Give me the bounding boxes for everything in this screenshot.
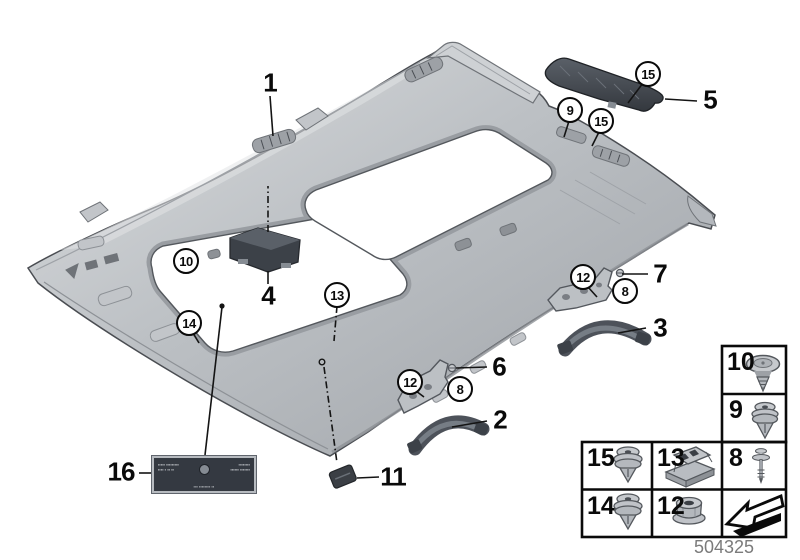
legend-icon-direction-arrow [724, 494, 785, 537]
callout-11[interactable]: 11 [380, 461, 406, 492]
legend-icon-clamp-nut [664, 446, 716, 488]
callout-14[interactable]: 14 [176, 310, 202, 336]
panel-details [65, 56, 717, 403]
callout-9[interactable]: 9 [557, 97, 583, 123]
callout-5[interactable]: 5 [703, 84, 718, 115]
callout-3[interactable]: 3 [653, 312, 668, 343]
callout-6[interactable]: 6 [492, 351, 507, 382]
plate-microtext-bottom: ▪▪▪ ▪▪▪▪▪▪▪▪ ▪▪ [193, 484, 215, 489]
legend-icon-expansion-clip-15 [613, 446, 643, 484]
legend-table [580, 344, 788, 539]
grab-handle-front [407, 415, 490, 456]
callout-15-rear-trim[interactable]: 15 [635, 61, 661, 87]
callout-8-rear[interactable]: 8 [612, 278, 638, 304]
legend-icon-expansion-rivet [751, 401, 779, 440]
legend-cell-15[interactable]: 15 [587, 444, 615, 472]
legend-icon-sealing-pin [752, 448, 770, 484]
callout-1[interactable]: 1 [263, 67, 278, 98]
callout-15-panel[interactable]: 15 [588, 108, 614, 134]
legend-cell-8[interactable]: 8 [729, 444, 743, 472]
callout-12-front[interactable]: 12 [397, 369, 423, 395]
legend-cell-9[interactable]: 9 [729, 396, 743, 424]
callout-4[interactable]: 4 [261, 280, 276, 311]
callout-12-rear[interactable]: 12 [570, 264, 596, 290]
plate-microtext-left: ▪▪▪▪▪ ▪▪▪▪▪▪▪▪▪ ▪▪▪▪ ▪ ▪▪ ▪▪ [158, 462, 179, 472]
label-plate: ▪▪▪▪▪ ▪▪▪▪▪▪▪▪▪ ▪▪▪▪ ▪ ▪▪ ▪▪ ▪▪▪▪▪▪▪▪ ▪▪… [151, 455, 257, 494]
rear-trim-panel [544, 57, 664, 112]
plate-logo-badge [198, 464, 210, 475]
plate-microtext-right: ▪▪▪▪▪▪▪▪ ▪▪▪▪▪▪ ▪▪▪▪▪▪▪ [230, 462, 250, 472]
legend-icon-expansion-clip-14 [613, 493, 643, 531]
callout-7[interactable]: 7 [653, 258, 668, 289]
callout-13[interactable]: 13 [324, 282, 350, 308]
callout-8-front[interactable]: 8 [447, 376, 473, 402]
handle-bracket-front [397, 359, 457, 414]
legend-icon-flat-head-screw-rivet [745, 354, 781, 393]
figure-number: 504325 [694, 537, 755, 557]
rear-header-flange [426, 41, 541, 104]
callout-16[interactable]: 16 [107, 456, 136, 487]
roof-function-centre [229, 227, 301, 273]
callout-2[interactable]: 2 [493, 404, 508, 435]
legend-cell-10[interactable]: 10 [727, 348, 755, 376]
headliner-panel [26, 41, 717, 457]
grab-handle-rear [557, 320, 652, 357]
clip-part-11 [328, 464, 357, 489]
legend-cell-12[interactable]: 12 [657, 492, 685, 520]
legend-icon-plastic-nut [672, 496, 706, 525]
callout-10[interactable]: 10 [173, 248, 199, 274]
legend-cell-13[interactable]: 13 [657, 444, 685, 472]
legend-cell-14[interactable]: 14 [587, 492, 615, 520]
rear-sunroof-opening [304, 128, 553, 261]
